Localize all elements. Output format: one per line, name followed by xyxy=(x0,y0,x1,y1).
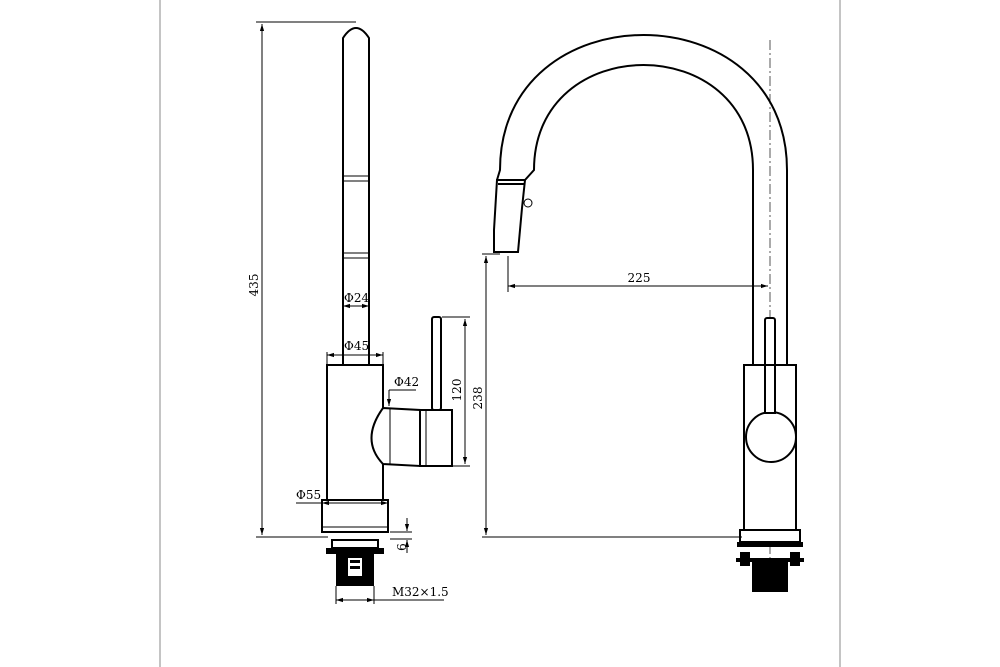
dim-total-height-label: 435 xyxy=(247,274,261,297)
dim-base-diameter-label: Φ55 xyxy=(296,488,321,502)
dim-spout-height-label: 238 xyxy=(471,387,485,410)
side-thread-mark-1 xyxy=(350,560,360,563)
dim-spout-reach-label: 225 xyxy=(628,271,651,285)
front-handle-knob xyxy=(745,411,797,463)
dim-handle-height-label: 120 xyxy=(450,379,464,402)
side-thread-mark-2 xyxy=(350,566,360,569)
dim-body-diameter-label: Φ45 xyxy=(344,339,369,353)
front-view: 225 238 xyxy=(471,34,804,592)
side-handle-cartridge xyxy=(370,406,421,468)
side-view: 435 Φ24 Φ45 Φ42 120 Φ55 6 M32×1.5 xyxy=(247,21,470,604)
side-handle-knob xyxy=(419,409,453,467)
side-mount-nut xyxy=(326,548,384,554)
side-spout-tube xyxy=(342,27,370,365)
dim-handle-diameter-label: Φ42 xyxy=(394,375,419,389)
front-spout-outer xyxy=(496,34,788,365)
front-spray-button xyxy=(523,198,533,208)
side-mount-washer xyxy=(331,539,379,549)
front-base xyxy=(739,529,801,543)
dim-base-thickness-label: 6 xyxy=(395,543,409,551)
front-mount-thread xyxy=(752,560,788,592)
dim-thread-label: M32×1.5 xyxy=(392,585,449,599)
side-lever xyxy=(431,316,442,411)
front-spray-head xyxy=(493,179,527,253)
front-lever-stem xyxy=(764,364,776,414)
front-mount-plate xyxy=(737,542,803,547)
dim-spout-diameter-label: Φ24 xyxy=(344,291,369,305)
front-spout-inner xyxy=(524,64,754,365)
